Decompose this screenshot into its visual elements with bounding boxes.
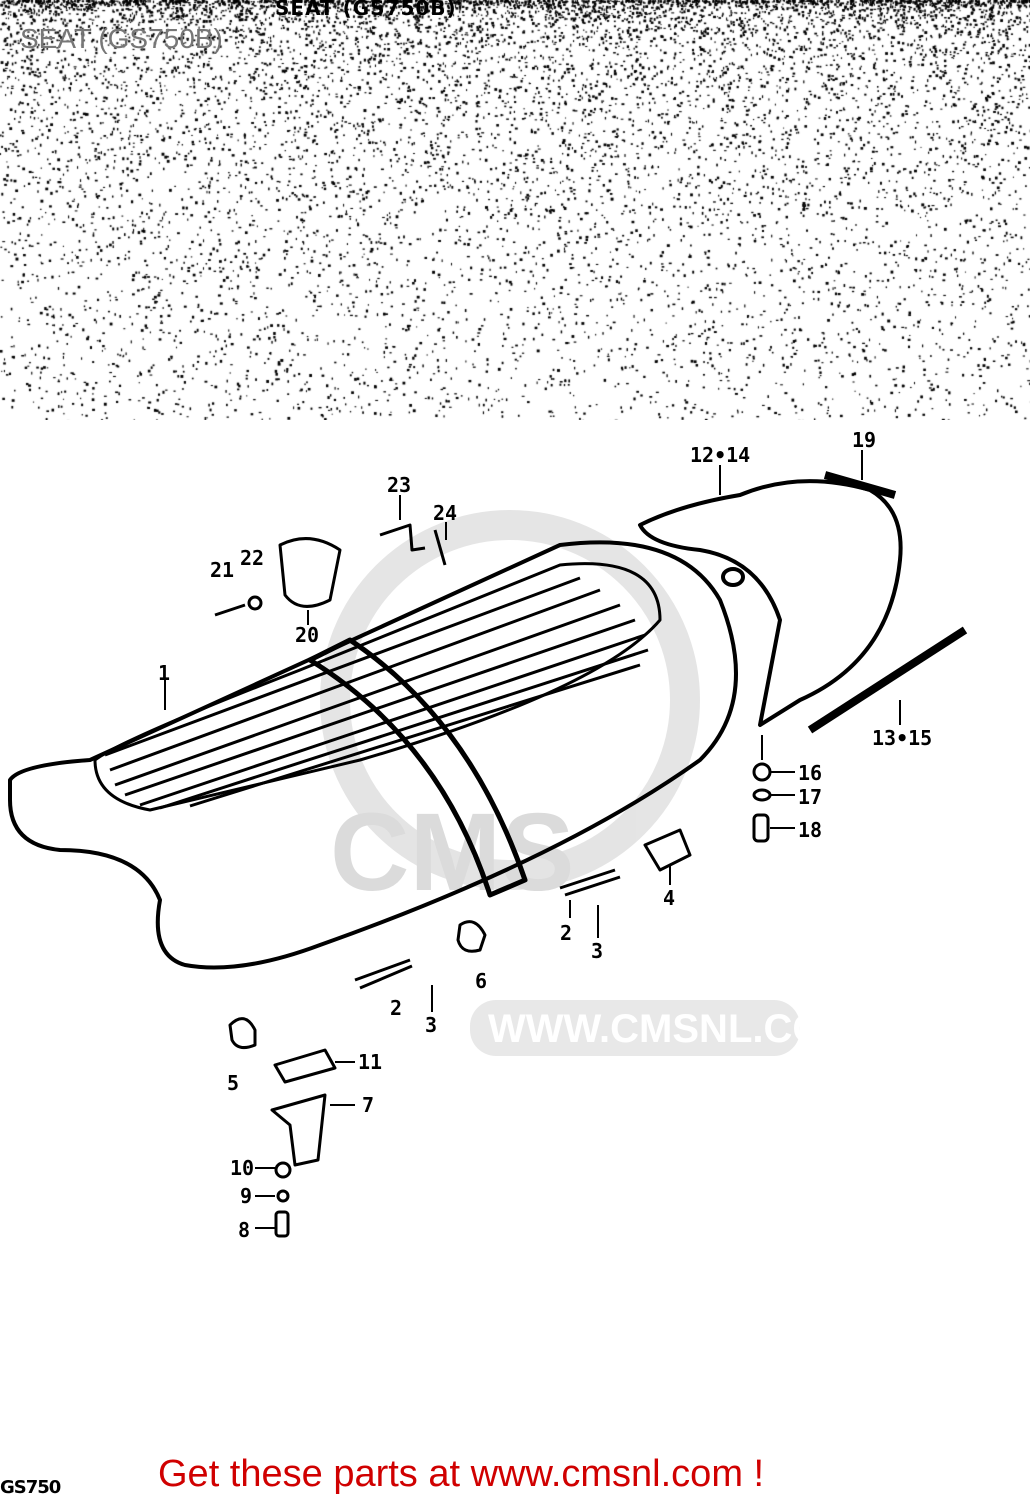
page-title: SEAT (GS750B) [20,23,223,54]
callout-3: 3 [591,939,603,963]
callout-24: 24 [433,501,457,525]
callout-9: 9 [240,1184,252,1208]
callout-17: 17 [798,785,822,809]
callout-23: 23 [387,473,411,497]
hardware [214,523,772,1238]
callout-4: 4 [663,886,675,910]
watermark-logo-ring [320,510,700,890]
callout-16: 16 [798,761,822,785]
callout-19: 19 [852,428,876,452]
emblem [823,471,897,499]
cmsnl-link[interactable]: Get these parts at www.cmsnl.com ! [158,1453,765,1495]
callout-21: 21 [210,558,234,582]
callout-13-15: 13•15 [872,726,932,750]
callout-20: 20 [295,623,319,647]
figure-title: SEAT (GS750B) [275,0,457,20]
callout-10: 10 [230,1156,254,1180]
seat-drawing [8,450,968,1238]
callout-6: 6 [475,969,487,993]
scan-noise [0,0,1030,420]
callout-18: 18 [798,818,822,842]
seat-pleats [104,576,649,810]
callout-22: 22 [240,546,264,570]
tail-trim-strip [807,626,968,734]
model-label: GS750 [0,1477,61,1498]
callout-11: 11 [358,1050,382,1074]
tail-cover [638,479,903,727]
part-callouts: 1 2 2 3 3 4 5 6 7 8 9 10 11 12•14 13•15 … [158,428,932,1242]
seat-strap [307,637,528,898]
tail-cover-hole [721,567,745,587]
seat-body [8,540,738,970]
watermark-banner [470,1000,800,1056]
watermark: CMS WWW.CMSNL.COM [320,510,857,1056]
seat-top [93,562,662,812]
callout-12-14: 12•14 [690,443,750,467]
callout-1: 1 [158,661,170,685]
callout-3: 3 [425,1013,437,1037]
callout-7: 7 [362,1093,374,1117]
callout-2: 2 [390,996,402,1020]
callout-8: 8 [238,1218,250,1242]
watermark-text: WWW.CMSNL.COM [488,1007,857,1051]
callout-5: 5 [227,1071,239,1095]
callout-2: 2 [560,921,572,945]
leader-lines [164,450,901,1229]
